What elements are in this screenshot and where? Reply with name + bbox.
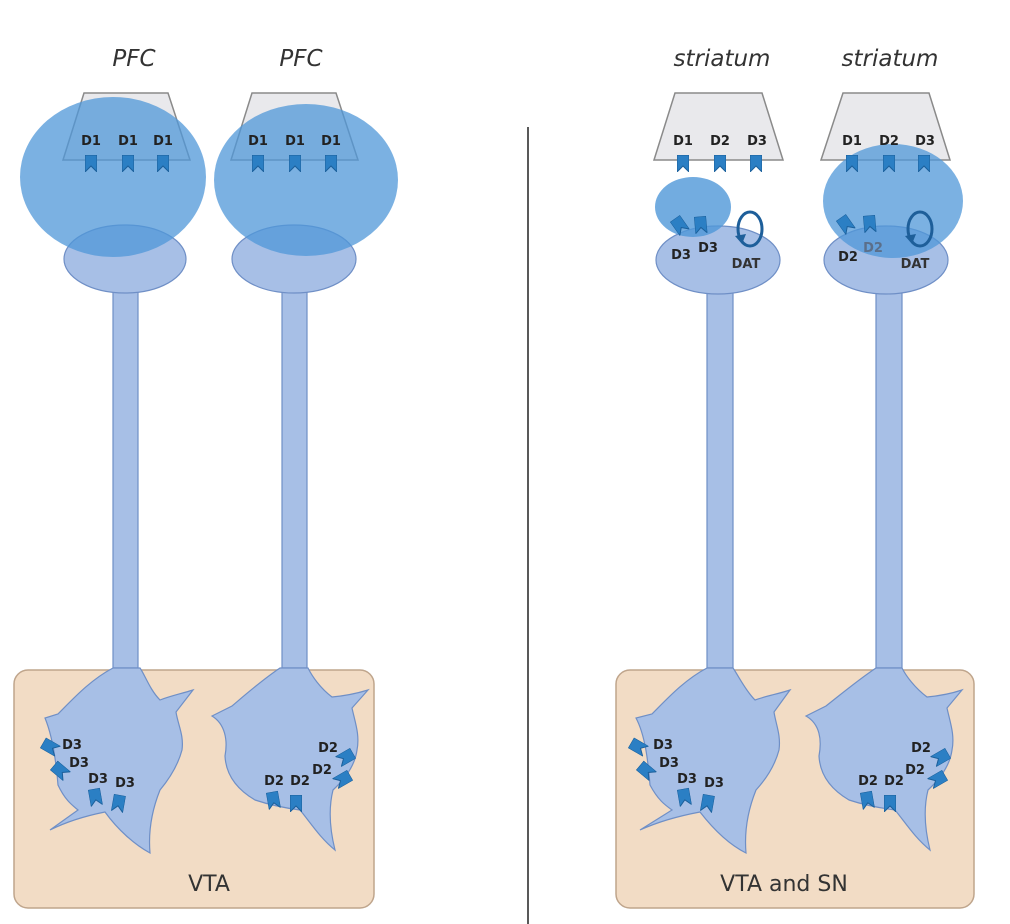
soma-receptor-label: D2: [290, 774, 310, 789]
soma-receptor-label: D2: [312, 763, 332, 778]
region-label-a: PFC: [112, 46, 155, 72]
axon: [281, 284, 308, 669]
axon: [112, 284, 139, 669]
dat-arrow-icon: [905, 234, 916, 244]
axon: [875, 284, 903, 669]
receptor-label: D2: [710, 134, 730, 149]
receptor-label: D1: [321, 134, 341, 149]
soma-receptor-label: D3: [653, 738, 673, 753]
soma-receptor-label: D2: [884, 774, 904, 789]
cell-body: [210, 667, 370, 852]
neuron-b: [210, 224, 370, 852]
region-label-b: PFC: [279, 46, 322, 72]
receptor-label: D1: [673, 134, 693, 149]
soma-receptor-label: D2: [318, 741, 338, 756]
autoreceptor-label: D2: [838, 250, 858, 265]
receptor-label: D1: [81, 134, 101, 149]
area-label-vta: VTA: [188, 872, 230, 897]
dopamine-cloud-c: [655, 177, 731, 237]
soma-receptor-label: D3: [704, 776, 724, 791]
receptor-label: D2: [879, 134, 899, 149]
cell-body: [804, 667, 964, 852]
cell-body: [635, 667, 792, 855]
neuron-c: [635, 225, 792, 855]
receptor-label: D1: [153, 134, 173, 149]
soma-receptor-label: D3: [69, 756, 89, 771]
neuron-d: [804, 225, 964, 852]
autoreceptor-label: D2: [863, 241, 883, 256]
receptor-label: D1: [118, 134, 138, 149]
soma-receptor-label: D2: [264, 774, 284, 789]
postsynaptic-neuron-c: [652, 92, 785, 161]
receptor-label: D1: [248, 134, 268, 149]
area-label-vta-sn: VTA and SN: [720, 872, 848, 897]
soma-receptor-label: D3: [659, 756, 679, 771]
dat-transporter-icon: [736, 210, 764, 248]
receptor-icon: [677, 155, 689, 172]
axon: [706, 284, 734, 669]
neuron-a: [44, 224, 195, 855]
postsynaptic-neuron-d: [819, 92, 952, 161]
receptor-label: D3: [915, 134, 935, 149]
dat-label: DAT: [901, 257, 930, 272]
autoreceptor-label: D3: [698, 241, 718, 256]
receptor-label: D1: [842, 134, 862, 149]
soma-receptor-label: D3: [62, 738, 82, 753]
soma-receptor-label: D3: [677, 772, 697, 787]
dopamine-cloud-b: [214, 104, 398, 256]
receptor-label: D3: [747, 134, 767, 149]
receptor-label: D1: [285, 134, 305, 149]
receptor-icon: [750, 155, 762, 172]
autoreceptor-label: D3: [671, 248, 691, 263]
dat-arrow-icon: [735, 234, 746, 244]
dopamine-cloud-a: [20, 97, 206, 257]
soma-receptor-label: D2: [911, 741, 931, 756]
cell-body: [44, 667, 195, 855]
soma-receptor-label: D3: [115, 776, 135, 791]
dopamine-cloud-d: [823, 144, 963, 258]
dat-transporter-icon: [906, 210, 934, 248]
soma-receptor-label: D3: [88, 772, 108, 787]
dat-label: DAT: [732, 257, 761, 272]
region-label-d: striatum: [842, 46, 939, 72]
region-label-c: striatum: [674, 46, 771, 72]
receptor-icon: [714, 155, 726, 172]
soma-receptor-label: D2: [858, 774, 878, 789]
soma-receptor-label: D2: [905, 763, 925, 778]
